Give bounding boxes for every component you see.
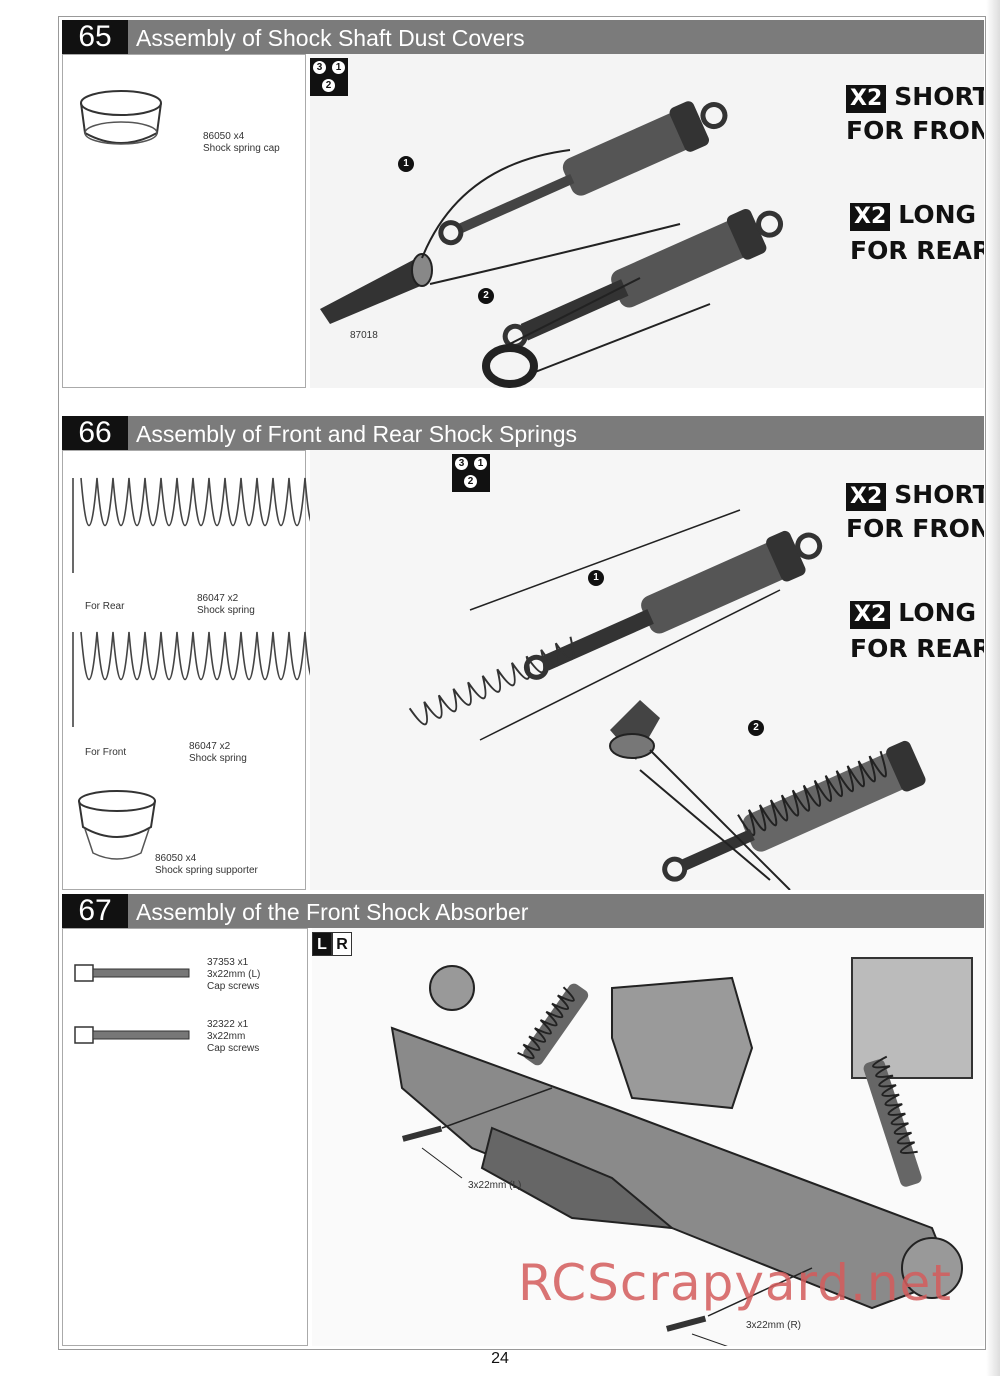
step-number: 67 <box>62 894 128 928</box>
long-rear-label-line2: FOR REAR <box>850 236 984 265</box>
step-66: 66 Assembly of Front and Rear Shock Spri… <box>62 416 984 890</box>
step-65: 65 Assembly of Shock Shaft Dust Covers 8… <box>62 20 984 412</box>
left-right-indicator: L R <box>312 932 352 956</box>
shock-spring-cap-icon <box>80 90 162 145</box>
callout-1: 1 <box>398 156 414 172</box>
part-number-qty: 37353 x1 <box>207 957 249 968</box>
step-65-diagram: 3 1 2 <box>310 54 984 388</box>
step-66-diagram: 3 1 2 <box>310 450 984 890</box>
part-size: 3x22mm <box>207 1031 246 1042</box>
screw-label-right: 3x22mm (R) <box>746 1320 802 1331</box>
parts-box: 37353 x1 3x22mm (L) Cap screws 32322 x1 … <box>62 928 308 1346</box>
spring-position-front: For Front <box>85 747 127 758</box>
step-number: 65 <box>62 20 128 54</box>
part-name: Cap screws <box>207 1043 260 1054</box>
part-number-qty: 86047 x2 <box>189 741 231 752</box>
step-number: 66 <box>62 416 128 450</box>
callout-2: 2 <box>478 288 494 304</box>
spring-assembly-drawing <box>408 509 926 890</box>
part-number-qty: 86050 x4 <box>155 853 197 864</box>
parts-box: 86050 x4 Shock spring cap <box>62 54 306 388</box>
step-header: 66 Assembly of Front and Rear Shock Spri… <box>62 416 984 450</box>
spring-position-rear: For Rear <box>85 601 125 612</box>
part-name: Shock spring <box>197 605 255 616</box>
screw-label-left: 3x22mm (L) <box>468 1180 522 1191</box>
cap-screw-icon <box>74 964 190 982</box>
step-title: Assembly of the Front Shock Absorber <box>136 899 529 925</box>
part-name: Shock spring supporter <box>155 865 258 876</box>
part-number-qty: 86047 x2 <box>197 593 239 604</box>
step-header: 65 Assembly of Shock Shaft Dust Covers <box>62 20 984 54</box>
sequence-icon: 3 1 2 <box>310 58 348 96</box>
left-side-icon: L <box>312 932 332 956</box>
part-size: 3x22mm (L) <box>207 969 261 980</box>
long-rear-label-line2: FOR REAR <box>850 634 984 663</box>
part-name: Shock spring <box>189 753 247 764</box>
part-number-qty: 32322 x1 <box>207 1019 249 1030</box>
part-name: Cap screws <box>207 981 260 992</box>
sequence-icon: 3 1 2 <box>452 454 490 492</box>
page-frame <box>58 16 986 1350</box>
callout-2: 2 <box>748 720 764 736</box>
step-67-diagram: L R <box>312 928 984 1346</box>
tool-part-number: 87018 <box>350 330 378 341</box>
front-chassis-drawing <box>390 957 973 1346</box>
step-67: 67 Assembly of the Front Shock Absorber … <box>62 894 984 1346</box>
shock-spring-supporter-icon <box>78 790 156 860</box>
watermark: RCScrapyard.net <box>518 1254 952 1312</box>
callout-1: 1 <box>588 570 604 586</box>
short-front-label-line2: FOR FRONT <box>846 514 984 543</box>
parts-box: For Rear 86047 x2 Shock spring For Front… <box>62 450 444 890</box>
right-side-icon: R <box>332 932 352 956</box>
part-name: Shock spring cap <box>203 143 280 154</box>
step-header: 67 Assembly of the Front Shock Absorber <box>62 894 984 928</box>
page-edge-shadow <box>986 0 1000 1376</box>
shock-assembly-drawing <box>320 101 784 388</box>
step-title: Assembly of Shock Shaft Dust Covers <box>136 25 525 51</box>
part-number-qty: 86050 x4 <box>203 131 245 142</box>
short-front-label-line2: FOR FRONT <box>846 116 984 145</box>
step-title: Assembly of Front and Rear Shock Springs <box>136 421 578 447</box>
cap-screw-icon <box>74 1026 190 1044</box>
page-number: 24 <box>491 1350 509 1367</box>
